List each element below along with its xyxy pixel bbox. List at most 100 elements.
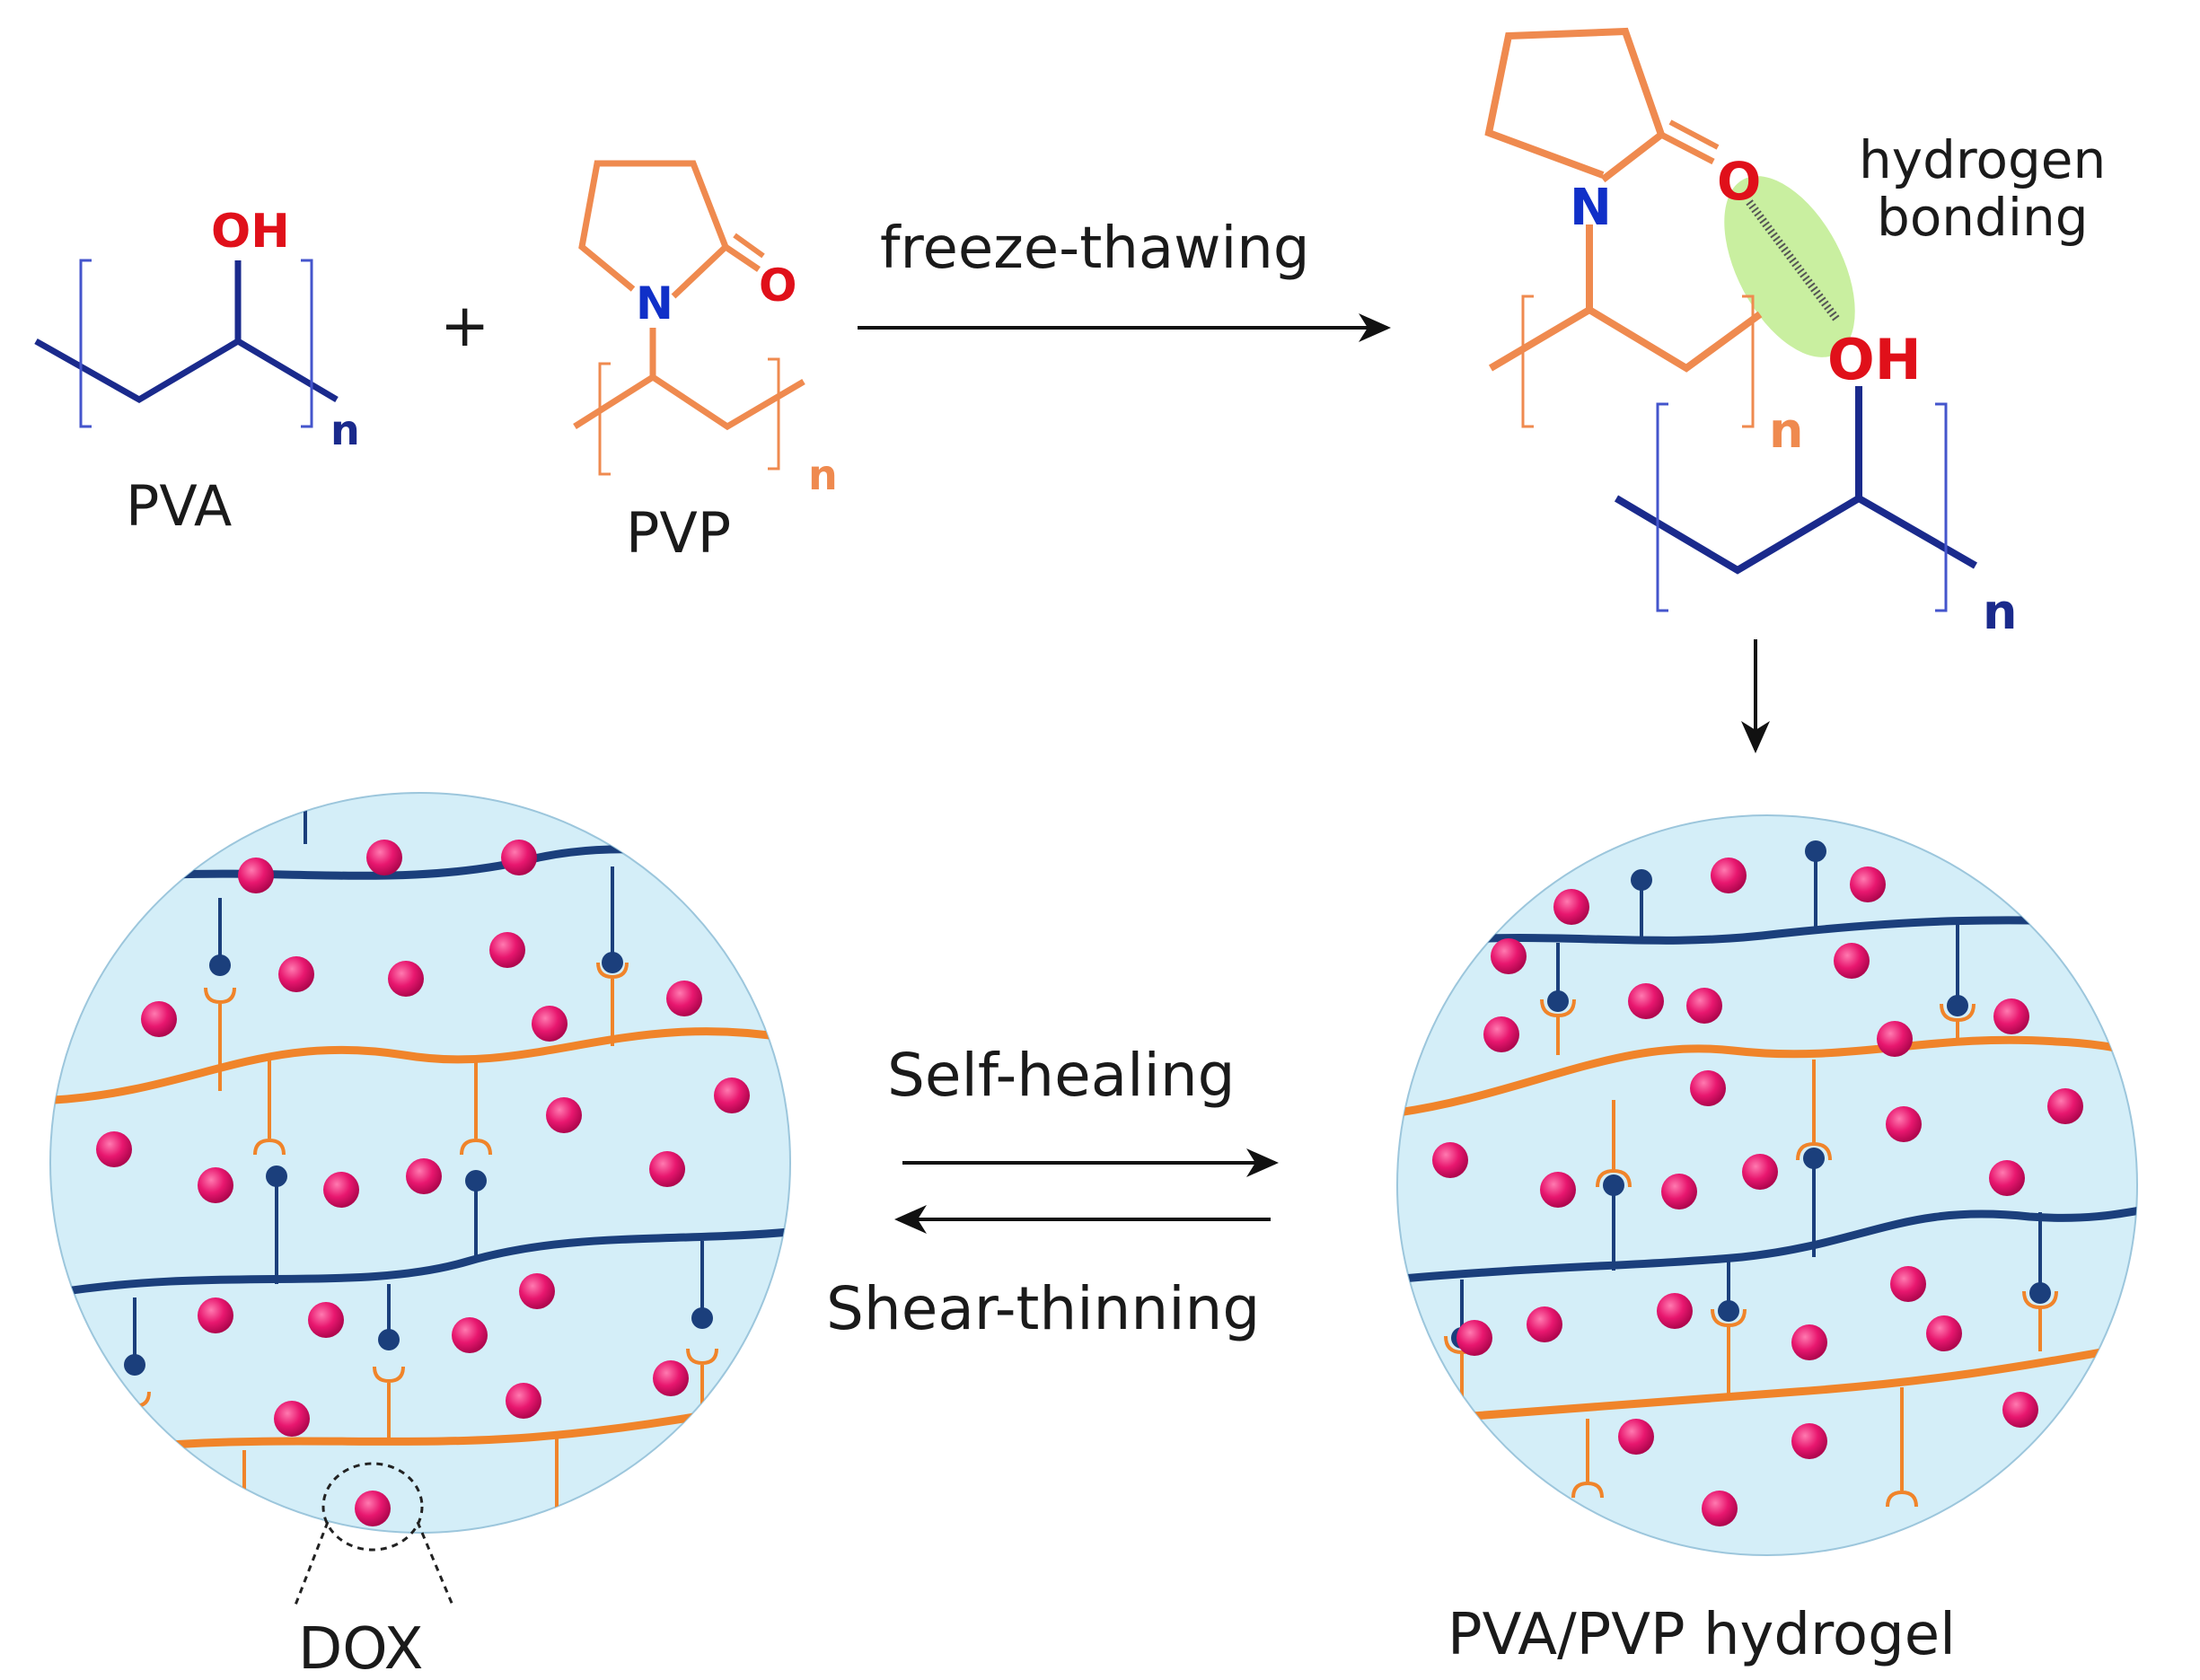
left-cup-a-cup <box>204 987 236 1005</box>
right-dox-3 <box>1491 938 1527 974</box>
pvp-structure: N O n PVP <box>573 160 838 566</box>
complex-pva-n-subscript: n <box>1983 584 2017 640</box>
left-dox-18 <box>308 1302 344 1338</box>
left-orange-chain-1 <box>50 1027 790 1104</box>
left-dox-6 <box>141 1001 177 1037</box>
complex-pva-backbone <box>1614 494 1977 575</box>
pvp-o-atom: O <box>759 259 797 312</box>
right-cup-b-cup <box>1886 1490 1918 1508</box>
right-dox-9 <box>1877 1021 1913 1057</box>
right-dox-4 <box>1686 988 1722 1024</box>
dox-callout: DOX <box>293 1462 455 1680</box>
left-dox-5 <box>489 932 525 968</box>
pvp-bracket-right <box>768 357 780 471</box>
complex-pvp-ring <box>1484 27 1666 183</box>
left-dox-3 <box>278 956 314 992</box>
left-knob-a-ball <box>295 793 316 805</box>
right-blue-chain-2 <box>1397 1203 2137 1284</box>
right-dox-6 <box>1834 943 1870 979</box>
left-cup-i-cup <box>541 1512 573 1530</box>
left-dox-21 <box>274 1401 310 1437</box>
right-dox-26 <box>2002 1392 2038 1428</box>
pva-label: PVA <box>126 473 232 539</box>
left-dox-20 <box>653 1360 689 1396</box>
right-dox-13 <box>1540 1172 1576 1208</box>
right-dox-1 <box>1711 858 1747 893</box>
complex-n-atom: N <box>1570 179 1612 237</box>
complex-oh-atom: OH <box>1827 327 1922 392</box>
right-dox-15 <box>1742 1154 1778 1190</box>
pvp-label: PVP <box>626 500 731 566</box>
right-pair-0-cup <box>1540 998 1576 1018</box>
right-dox-18 <box>1456 1320 1492 1356</box>
right-dox-16 <box>1886 1106 1922 1142</box>
left-blue-chain-2 <box>50 1226 790 1297</box>
right-dox-24 <box>1618 1419 1654 1455</box>
left-dox-2 <box>501 840 537 875</box>
left-dox-14 <box>714 1077 750 1113</box>
hydrogen-bonding-label-line1: hydrogen <box>1859 129 2106 190</box>
right-dox-2 <box>1850 866 1886 902</box>
right-pair-1-cup <box>1940 1003 1976 1023</box>
right-pair-6-cup <box>2022 1290 2058 1310</box>
left-dox-13 <box>546 1097 582 1133</box>
right-network-circle <box>1396 814 2138 1556</box>
left-dox-22 <box>506 1383 541 1419</box>
pva-n-subscript: n <box>330 406 360 454</box>
hbond-complex: N O n OH n hydrogen bonding <box>1484 27 2106 640</box>
right-knob-b-ball <box>1805 840 1826 862</box>
right-blue-chain-1 <box>1397 916 2137 952</box>
right-knob-a-ball <box>1631 869 1652 891</box>
right-pair-0-ball <box>1547 990 1569 1012</box>
pva-structure: OH n PVA <box>34 205 360 539</box>
self-healing-label: Self-healing <box>887 1041 1236 1110</box>
right-dox-27 <box>1702 1491 1738 1526</box>
left-knob-f-ball <box>124 1354 145 1376</box>
pva-bracket-left <box>79 259 92 428</box>
left-dox-4 <box>388 961 424 997</box>
left-cup-f-cup <box>373 1366 405 1384</box>
hydrogen-bond-highlight <box>1724 176 1855 357</box>
hydrogen-bonding-label-line2: bonding <box>1877 187 2089 248</box>
pvp-ring <box>578 160 730 299</box>
hydrogen-bond-line <box>1746 199 1840 321</box>
left-cup-b-cup <box>596 962 629 980</box>
complex-o-atom: O <box>1717 151 1761 212</box>
right-cup-a-cup <box>1571 1481 1604 1499</box>
right-pair-2-cup <box>1596 1168 1632 1188</box>
right-dox-22 <box>1791 1324 1827 1360</box>
right-dox-23 <box>1926 1315 1962 1351</box>
freeze-thawing-label: freeze-thawing <box>880 215 1309 282</box>
left-network-circle <box>49 792 791 1534</box>
complex-pvp-n-subscript: n <box>1769 402 1803 459</box>
pvp-n-subscript: n <box>808 451 838 499</box>
left-dox-0 <box>238 858 274 893</box>
left-knob-d-ball <box>266 1165 287 1187</box>
left-dox-23 <box>355 1491 391 1526</box>
left-knob-h-ball <box>691 1307 713 1329</box>
left-dox-15 <box>649 1151 685 1187</box>
plus-sign: + <box>440 291 489 360</box>
right-pair-2-ball <box>1603 1174 1624 1196</box>
right-dox-19 <box>1527 1306 1562 1342</box>
left-dox-7 <box>532 1006 568 1042</box>
left-knob-b-ball <box>209 954 231 976</box>
right-dox-8 <box>1483 1016 1519 1052</box>
left-dox-16 <box>519 1273 555 1309</box>
complex-pvp-backbone <box>1488 305 1763 373</box>
left-dox-8 <box>666 981 702 1016</box>
right-dox-5 <box>1628 983 1664 1019</box>
pvp-bracket-left <box>598 362 611 476</box>
right-orange-chain-1 <box>1397 1035 2137 1118</box>
pvp-backbone <box>573 373 805 431</box>
left-knob-c-ball <box>602 952 623 973</box>
right-orange-chain-2 <box>1432 1338 2137 1423</box>
left-dox-12 <box>406 1158 442 1194</box>
right-dox-11 <box>2047 1088 2083 1124</box>
left-cup-h-cup <box>228 1517 260 1533</box>
left-knob-e-ball <box>465 1170 487 1192</box>
right-pair-6-ball <box>2029 1282 2051 1304</box>
pva-backbone <box>34 337 339 404</box>
right-dox-21 <box>1890 1266 1926 1302</box>
